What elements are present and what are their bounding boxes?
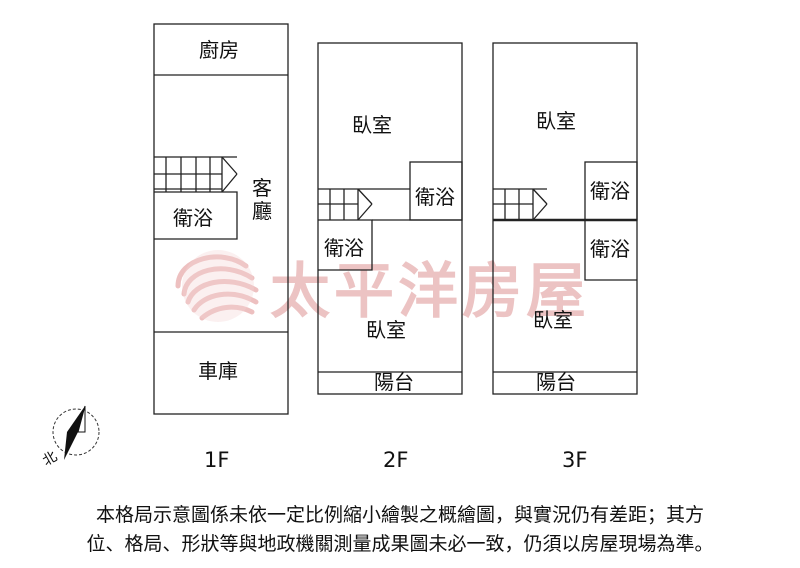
floor-3-label: 3F <box>562 448 588 472</box>
stairs-1f <box>154 156 238 193</box>
room-bathroom-lower: 衛浴 <box>590 237 630 261</box>
room-living-char-2: 廳 <box>252 199 272 223</box>
room-kitchen: 廚房 <box>199 38 239 62</box>
room-bedroom-bottom: 臥室 <box>533 308 573 332</box>
floor-2-plan <box>317 42 463 395</box>
disclaimer-line-2: 位、格局、形狀等與地政機關測量成果圖未必一致，仍須以房屋現場為準。 <box>86 533 714 555</box>
room-bathroom-left: 衛浴 <box>324 236 364 260</box>
floor-1-label: 1F <box>204 448 230 472</box>
stairs-2f <box>318 188 373 221</box>
room-bathroom-upper: 衛浴 <box>590 179 630 203</box>
bathroom-left-box <box>318 219 373 271</box>
watermark-logo <box>175 250 259 322</box>
floor-3-outline <box>492 42 638 395</box>
room-garage: 車庫 <box>198 359 238 383</box>
room-bedroom-top: 臥室 <box>536 109 576 133</box>
room-living-char-1: 客 <box>252 176 272 200</box>
stairs-3f <box>493 188 548 221</box>
room-bathroom-right: 衛浴 <box>415 185 455 209</box>
compass-icon <box>52 405 100 460</box>
room-balcony: 陽台 <box>374 370 414 394</box>
disclaimer-line-1: 本格局示意圖係未依一定比例縮小繪製之概繪圖，與實況仍有差距；其方 <box>95 504 704 526</box>
room-bathroom: 衛浴 <box>173 206 213 230</box>
watermark-text: 太平洋房屋 <box>270 257 590 327</box>
floor-1-plan <box>153 23 289 415</box>
floor-1-outline <box>153 23 289 415</box>
floor-3-plan <box>492 42 638 395</box>
room-bedroom-top: 臥室 <box>352 113 392 137</box>
room-balcony: 陽台 <box>536 370 576 394</box>
floor-2-label: 2F <box>383 448 409 472</box>
room-bedroom-bottom: 臥室 <box>366 318 406 342</box>
